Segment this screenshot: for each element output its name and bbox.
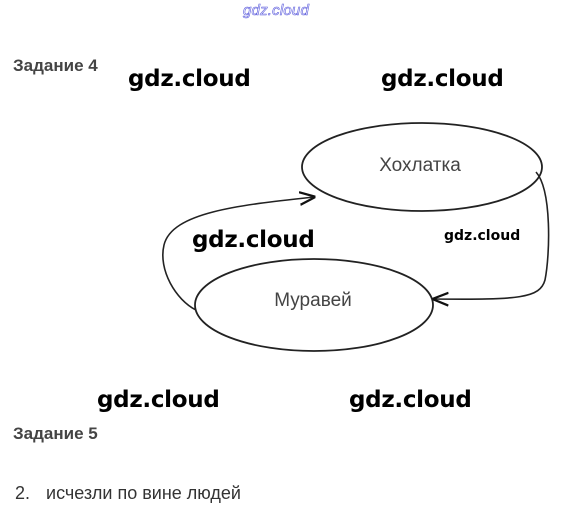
watermark: gdz.cloud <box>381 66 504 92</box>
watermark: gdz.cloud <box>97 387 220 413</box>
node-top-ellipse <box>301 122 543 212</box>
watermark: gdz.cloud <box>128 66 251 92</box>
arrow-top-to-bottom <box>434 171 550 299</box>
task-4-heading: Задание 4 <box>13 56 98 75</box>
task-5-heading: Задание 5 <box>13 424 98 443</box>
node-top-label: Хохлатка <box>379 155 461 176</box>
answer-number: 2. <box>15 483 31 503</box>
watermark: gdz.cloud <box>444 228 521 244</box>
answer-item: 2. исчезли по вине людей <box>15 483 241 504</box>
node-bottom-label: Муравей <box>274 290 352 311</box>
watermark-top: gdz.cloud <box>243 2 310 20</box>
watermark: gdz.cloud <box>192 227 315 253</box>
answer-text: исчезли по вине людей <box>46 483 241 503</box>
watermark: gdz.cloud <box>349 387 472 413</box>
arrow-bottom-to-top <box>162 197 314 311</box>
